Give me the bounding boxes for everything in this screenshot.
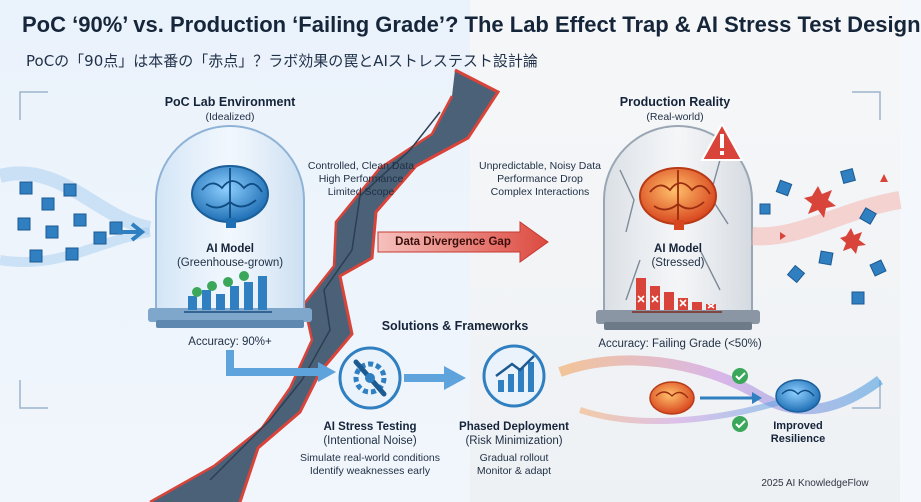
production-note: Complex Interactions	[490, 186, 590, 198]
production-subheading: (Real-world)	[646, 111, 704, 123]
lab-heading: PoC Lab Environment	[164, 95, 296, 109]
lab-notes: Controlled, Clean Data High Performance …	[296, 160, 426, 199]
page-subtitle: PoCの「90点」は本番の「赤点」？ラボ効果の罠とAIストレステスト設計論	[26, 52, 538, 70]
flow-arrow-lab	[226, 350, 322, 376]
lab-model-title: AI Model	[206, 243, 254, 255]
production-notes: Unpredictable, Noisy Data Performance Dr…	[472, 160, 608, 199]
gear-wrench-icon	[338, 346, 402, 410]
phased-note: Monitor & adapt	[476, 465, 552, 477]
lab-model-sub: (Greenhouse-grown)	[176, 257, 284, 269]
checkmark-icons-lab	[192, 271, 249, 297]
lab-subheading: (Idealized)	[205, 111, 255, 123]
warning-icon	[700, 121, 744, 161]
frame-brackets	[19, 91, 881, 409]
lab-accuracy: Accuracy: 90%+	[188, 336, 272, 348]
lab-note: High Performance	[318, 173, 404, 185]
lab-note: Controlled, Clean Data	[307, 160, 415, 172]
phased-notes: Gradual rollout Monitor & adapt	[454, 452, 574, 478]
gap-label: Data Divergence Gap	[395, 236, 511, 248]
production-note: Performance Drop	[497, 173, 583, 185]
stress-note: Simulate real-world conditions	[299, 452, 441, 464]
production-model-sub: (Stressed)	[651, 257, 705, 269]
stress-sub: (Intentional Noise)	[323, 435, 417, 447]
production-accuracy: Accuracy: Failing Grade (<50%)	[598, 338, 762, 350]
page-title: PoC ‘90%’ vs. Production ‘Failing Grade’…	[22, 12, 921, 37]
clean-data-cubes	[0, 166, 152, 267]
stress-title: AI Stress Testing	[323, 421, 417, 433]
stress-notes: Simulate real-world conditions Identify …	[296, 452, 444, 478]
brain-icon-production	[639, 167, 717, 230]
phased-sub: (Risk Minimization)	[465, 435, 563, 447]
brain-icon-lab	[191, 165, 269, 228]
diagram-graphics	[0, 68, 902, 502]
bar-chart-icon-lab	[184, 276, 272, 313]
checkmark-icons-resilience	[732, 368, 748, 432]
growth-chart-icon	[482, 344, 546, 408]
production-note: Unpredictable, Noisy Data	[479, 160, 601, 172]
resilience-line: Resilience	[770, 433, 826, 445]
phased-title: Phased Deployment	[459, 421, 569, 433]
input-arrow	[118, 222, 146, 242]
stress-note: Identify weaknesses early	[309, 465, 431, 477]
solutions-heading: Solutions & Frameworks	[381, 319, 529, 333]
improvement-flow	[558, 355, 883, 425]
production-model-title: AI Model	[654, 243, 702, 255]
phased-note: Gradual rollout	[479, 452, 549, 464]
lab-note: Limited Scope	[327, 186, 395, 198]
x-marks-production	[637, 295, 715, 309]
resilience-line: Improved	[773, 420, 823, 432]
noisy-data-cubes	[751, 168, 902, 305]
production-heading: Production Reality	[619, 95, 731, 109]
footer-credit: 2025 AI KnowledgeFlow	[761, 478, 869, 489]
resilience-label: Improved Resilience	[758, 420, 838, 446]
gap-arrow	[377, 221, 549, 263]
